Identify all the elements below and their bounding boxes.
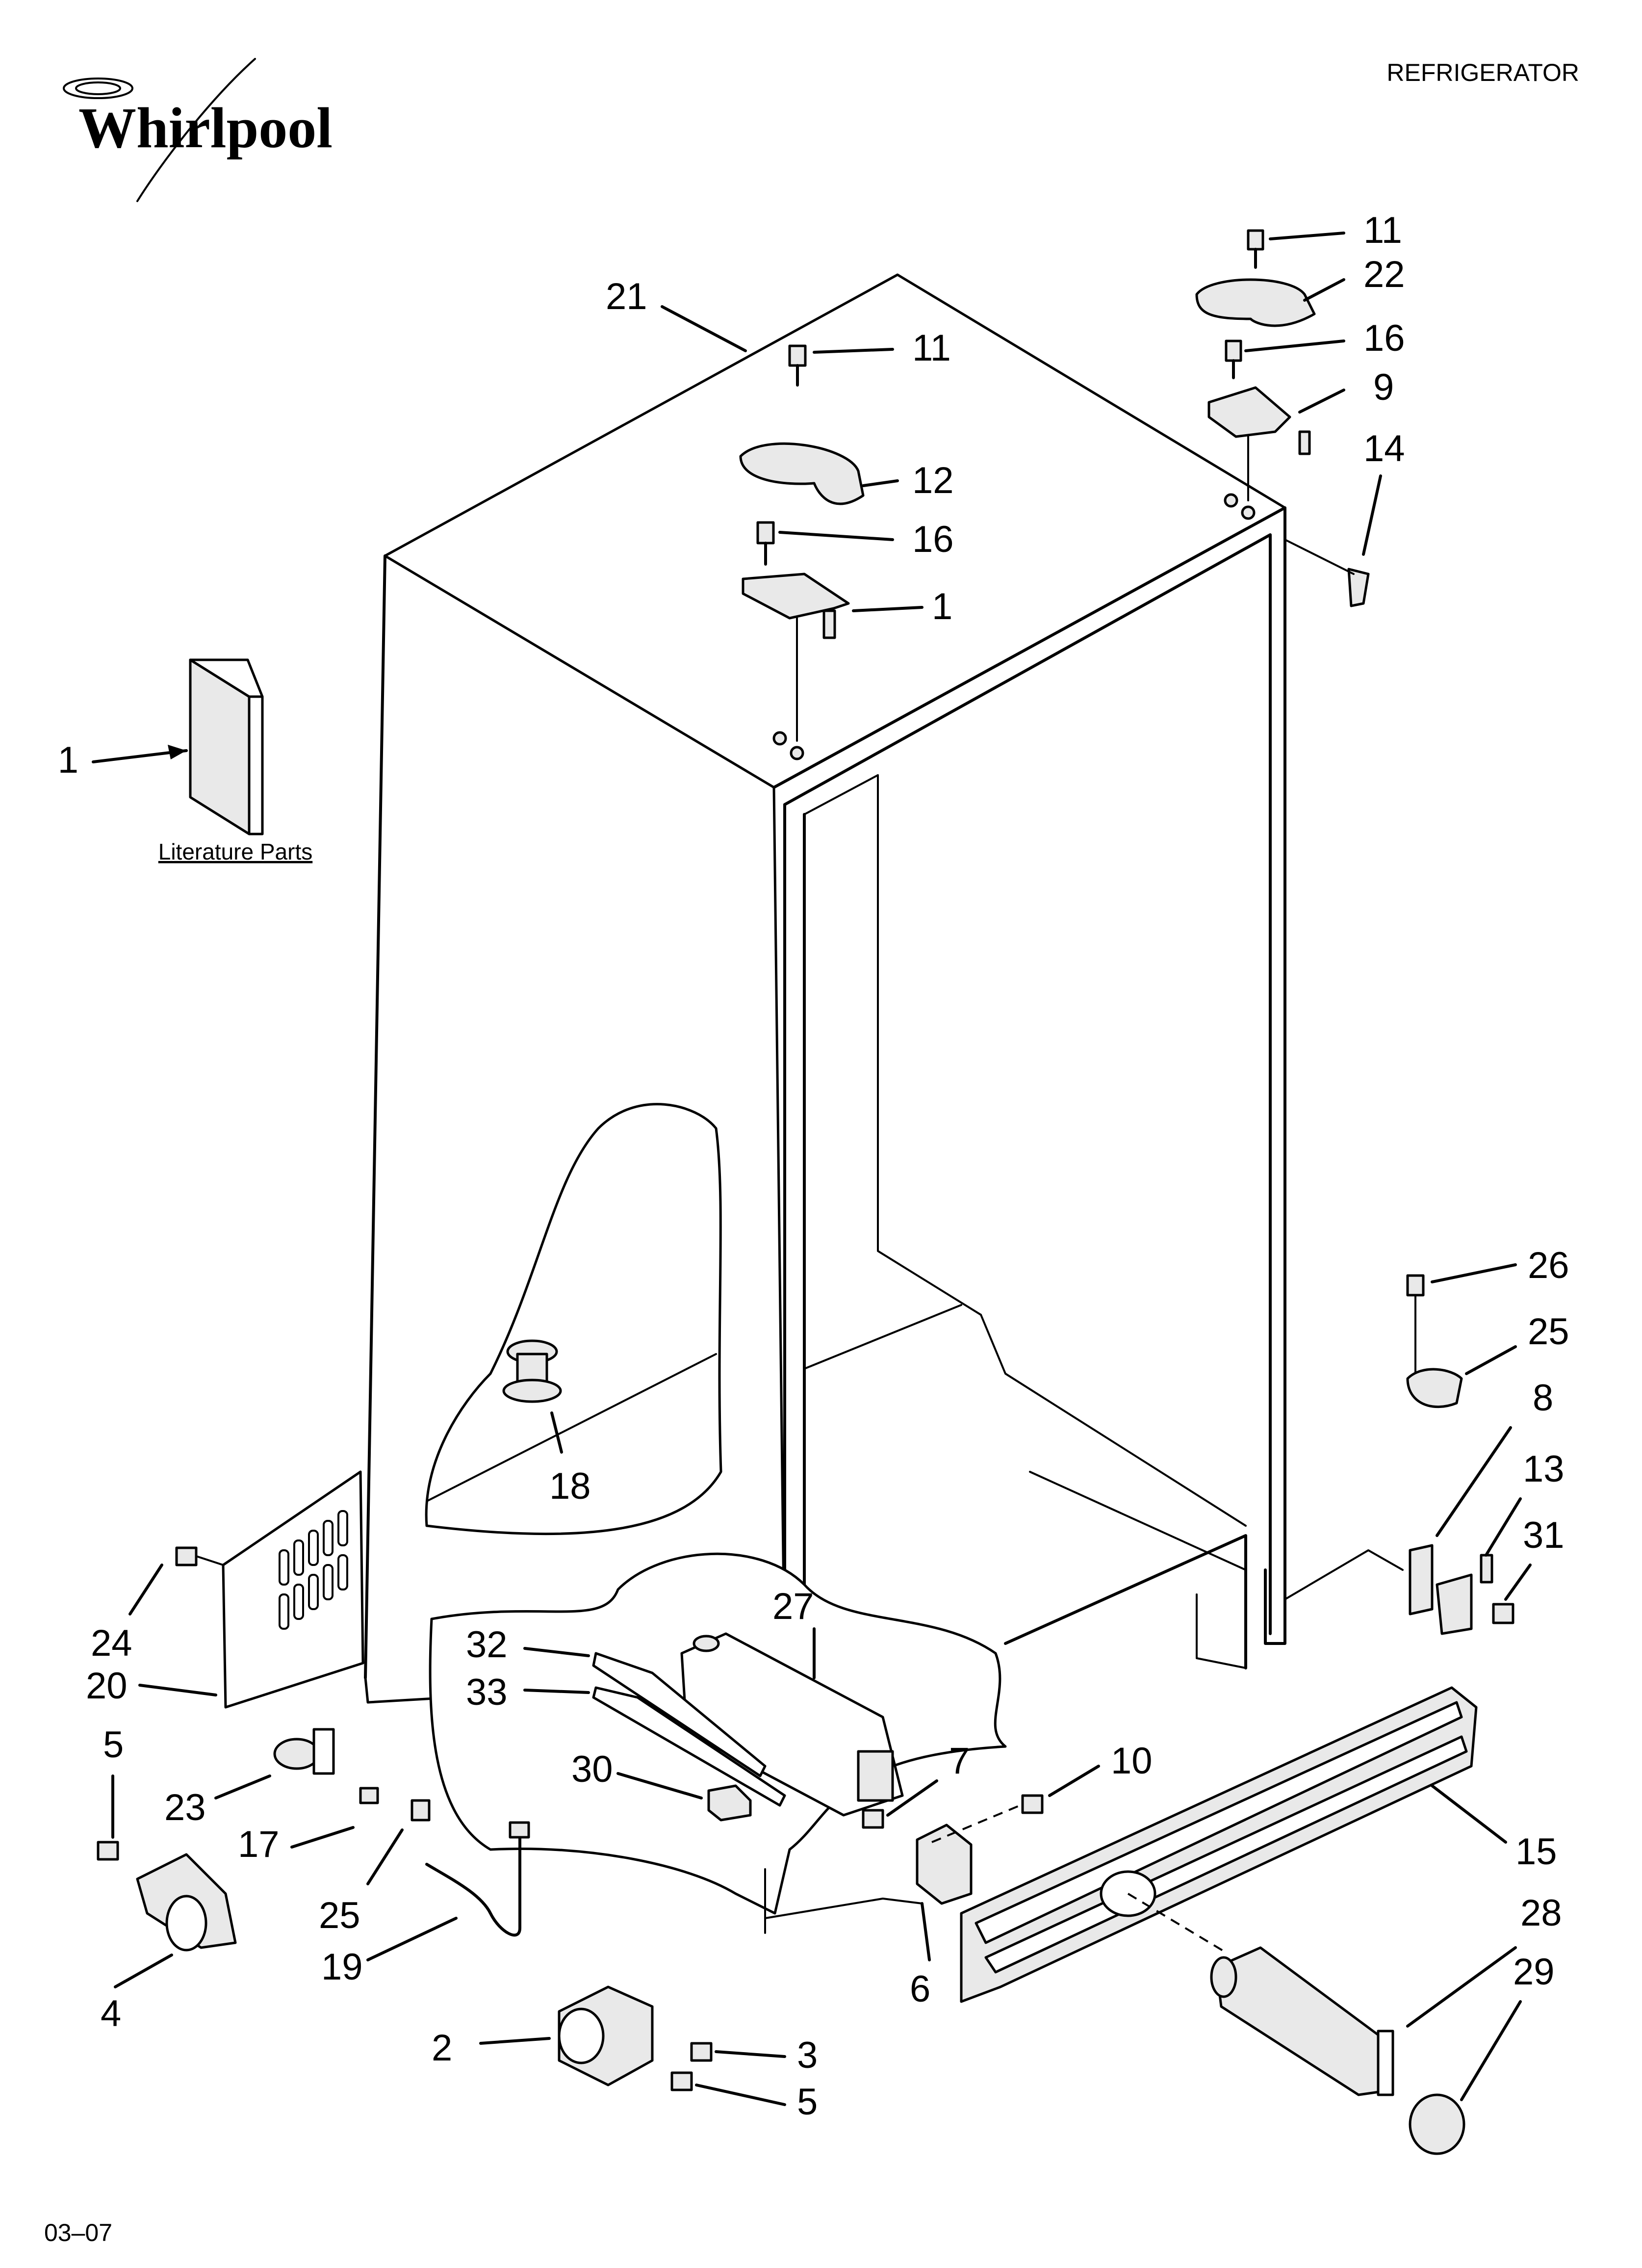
callout-32: 32 — [466, 1624, 508, 1666]
filter-cartridge — [1210, 1946, 1465, 2155]
callout-28: 28 — [1520, 1892, 1562, 1934]
callout-23: 23 — [164, 1787, 206, 1828]
vent-panel — [175, 1470, 364, 1709]
callout-11-top-right: 11 — [1363, 209, 1402, 251]
leader-lines — [111, 232, 1532, 2106]
callout-20: 20 — [86, 1665, 128, 1707]
callout-13: 13 — [1523, 1448, 1565, 1490]
callout-1-hinge: 1 — [932, 586, 952, 627]
drain-fitting — [502, 1339, 562, 1403]
callout-8: 8 — [1533, 1377, 1553, 1419]
bracket-23 — [273, 1728, 379, 1804]
callout-5-bottom: 5 — [797, 2081, 818, 2123]
callout-33: 33 — [466, 1671, 508, 1713]
literature-parts: 1 Literature Parts — [58, 658, 312, 864]
callout-4: 4 — [101, 1993, 121, 2034]
callout-14: 14 — [1363, 428, 1405, 469]
callout-26: 26 — [1528, 1245, 1569, 1286]
callout-12: 12 — [912, 460, 954, 501]
literature-label: Literature Parts — [158, 839, 312, 864]
callout-2: 2 — [432, 2027, 452, 2069]
filter-housing — [592, 1632, 904, 1829]
diagram-code: 03–07 — [44, 2219, 112, 2246]
water-tube-19 — [410, 1799, 530, 1937]
roller-2 — [558, 1985, 713, 2091]
callout-29: 29 — [1513, 1951, 1555, 1993]
callout-16-top-left: 16 — [912, 519, 954, 560]
callout-22: 22 — [1363, 254, 1405, 295]
callout-27: 27 — [772, 1586, 814, 1627]
callout-19: 19 — [321, 1946, 363, 1988]
screw-7 — [931, 1794, 1044, 1843]
callout-18: 18 — [549, 1465, 591, 1507]
callout-7: 10 — [1111, 1740, 1153, 1782]
product-title: REFRIGERATOR — [1386, 59, 1579, 86]
callout-labels: 11 22 16 9 14 21 11 12 16 1 26 25 8 13 3… — [86, 209, 1569, 2123]
callout-30: 7 — [949, 1740, 970, 1782]
grille — [960, 1686, 1478, 2003]
lower-hinge-right — [1284, 1274, 1514, 1635]
callout-3: 3 — [797, 2034, 818, 2076]
callout-5-left: 5 — [103, 1724, 124, 1766]
whirlpool-logo: Whirlpool — [63, 58, 333, 202]
callout-15: 15 — [1515, 1831, 1557, 1873]
leveler-4 — [97, 1841, 237, 1952]
callout-24: 24 — [91, 1622, 132, 1664]
top-hinge-left — [739, 344, 865, 760]
callout-10: 30 — [571, 1748, 613, 1790]
callout-21: 21 — [606, 276, 647, 317]
callout-11-top-left: 11 — [912, 327, 951, 369]
callout-literature: 1 — [58, 739, 78, 781]
brand-wordmark: Whirlpool — [78, 96, 333, 160]
callout-9: 9 — [1373, 366, 1394, 408]
callout-31: 31 — [1523, 1514, 1565, 1556]
callout-16-top-right: 16 — [1363, 317, 1405, 359]
callout-17: 17 — [238, 1824, 280, 1865]
callout-6: 6 — [910, 1968, 930, 2010]
callout-25-left: 25 — [319, 1895, 360, 1936]
callout-25-right: 25 — [1528, 1311, 1569, 1353]
top-hinge-right — [1195, 229, 1370, 607]
bracket-6 — [916, 1824, 973, 1905]
